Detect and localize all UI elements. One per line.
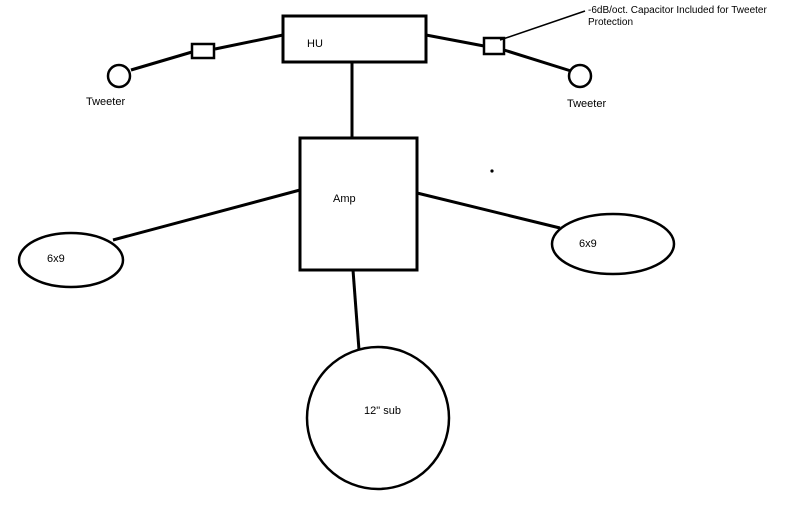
speaker-right-label: 6x9 bbox=[579, 238, 597, 250]
subwoofer-12in bbox=[305, 345, 451, 491]
tweeter-left-label: Tweeter bbox=[86, 96, 125, 108]
amp-box bbox=[298, 136, 419, 272]
wire-left-capacitor-to-tweeter bbox=[130, 50, 193, 72]
amp-label: Amp bbox=[333, 193, 356, 205]
capacitor-left bbox=[190, 42, 216, 60]
wire-hu-to-left-capacitor bbox=[214, 33, 284, 51]
speaker-left-6x9 bbox=[17, 231, 125, 289]
tweeter-right bbox=[567, 63, 593, 89]
tweeter-right-label: Tweeter bbox=[567, 98, 606, 110]
wire-amp-to-right-speaker bbox=[416, 191, 561, 230]
wire-amp-to-sub bbox=[351, 269, 361, 351]
subwoofer-label: 12" sub bbox=[364, 405, 401, 417]
head-unit-box bbox=[281, 14, 428, 64]
annotation-line-1: -6dB/oct. Capacitor Included for Tweeter bbox=[588, 5, 767, 16]
annotation-line-2: Protection bbox=[588, 17, 633, 28]
speaker-right-6x9 bbox=[550, 212, 676, 276]
annotation-pointer bbox=[499, 10, 586, 41]
capacitor-right bbox=[482, 36, 506, 56]
stray-dot bbox=[490, 169, 494, 173]
tweeter-left bbox=[106, 63, 132, 89]
speaker-left-label: 6x9 bbox=[47, 253, 65, 265]
wire-hu-to-right-capacitor bbox=[425, 33, 485, 48]
head-unit-label: HU bbox=[307, 38, 323, 50]
wire-amp-to-left-speaker bbox=[112, 188, 301, 242]
wire-right-capacitor-to-tweeter bbox=[503, 48, 572, 73]
